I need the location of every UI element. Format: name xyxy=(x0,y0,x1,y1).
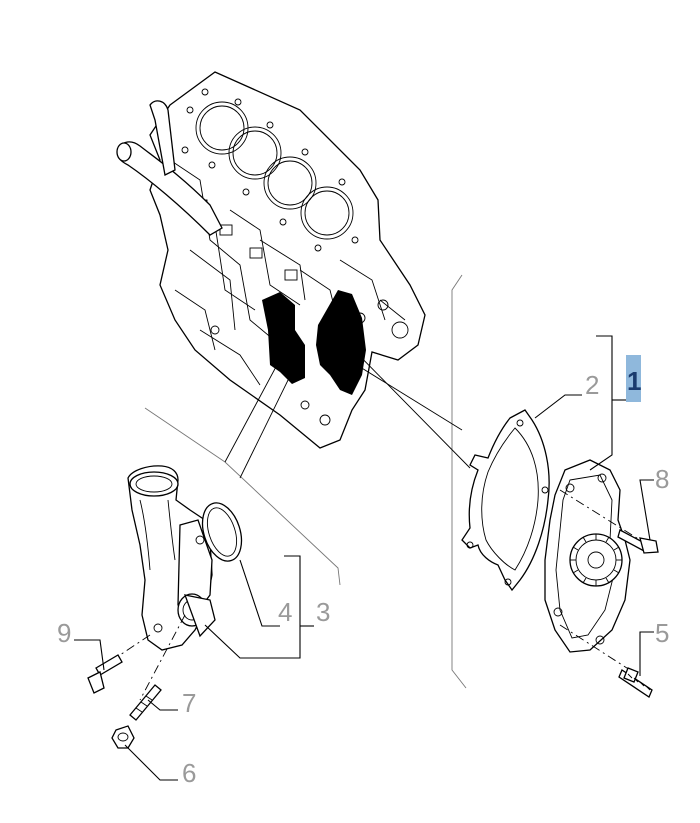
callout-5-label: 5 xyxy=(655,618,669,648)
callout-1[interactable]: 1 xyxy=(626,355,641,402)
stud-5 xyxy=(618,667,653,698)
bolt-9 xyxy=(87,654,123,694)
callout-1-highlight xyxy=(626,355,641,402)
callout-4[interactable]: 4 xyxy=(278,597,292,627)
engine-block xyxy=(116,71,426,449)
callout-1-label: 1 xyxy=(627,366,641,396)
callout-7[interactable]: 7 xyxy=(182,688,196,718)
callout-6-label: 6 xyxy=(182,758,196,788)
thermostat-mount-surface xyxy=(262,292,305,384)
callout-5[interactable]: 5 xyxy=(655,618,669,648)
pump-gasket xyxy=(461,409,550,592)
nut-6 xyxy=(111,725,135,749)
callout-3[interactable]: 3 xyxy=(316,597,330,627)
water-pump-mount-surface xyxy=(316,290,366,395)
callout-7-label: 7 xyxy=(182,688,196,718)
callout-9-label: 9 xyxy=(57,618,71,648)
callout-2[interactable]: 2 xyxy=(585,370,599,400)
callout-4-label: 4 xyxy=(278,597,292,627)
water-pump xyxy=(544,459,631,653)
guide-lines xyxy=(144,274,467,689)
o-ring xyxy=(201,502,243,562)
stud-7 xyxy=(129,684,162,721)
callout-2-label: 2 xyxy=(585,370,599,400)
callout-6[interactable]: 6 xyxy=(182,758,196,788)
callout-3-label: 3 xyxy=(316,597,330,627)
thermostat-housing xyxy=(127,465,216,651)
assembly-leader-lines xyxy=(224,341,471,479)
callout-leaders xyxy=(74,335,654,781)
bolt-8 xyxy=(617,529,659,554)
callout-8[interactable]: 8 xyxy=(655,464,669,494)
callout-9[interactable]: 9 xyxy=(57,618,71,648)
callout-8-label: 8 xyxy=(655,464,669,494)
bolt-8-axis xyxy=(559,489,641,541)
stud-7-axis xyxy=(139,614,186,701)
stud-5-axis xyxy=(559,624,631,671)
